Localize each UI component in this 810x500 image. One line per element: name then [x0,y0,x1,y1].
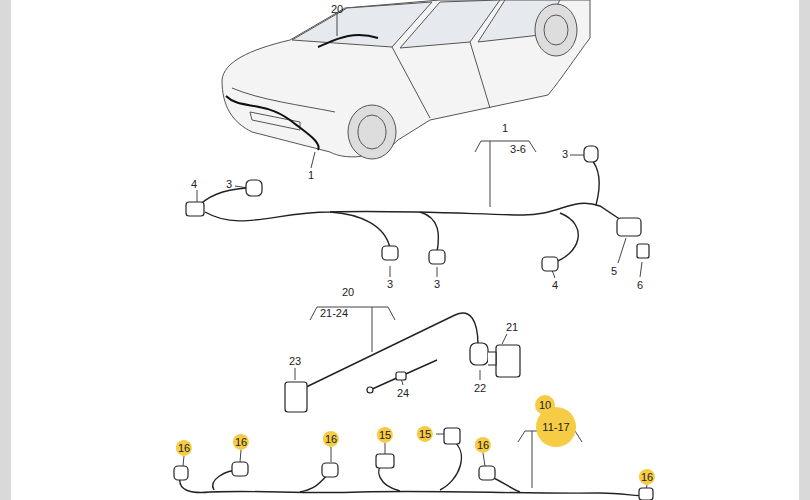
callout-number: 3 [434,279,440,290]
callout-number: 16 [233,434,249,450]
callout-number: 1 [502,123,508,134]
callout-number: 5 [611,266,617,277]
side-band [799,0,810,500]
callout-number: 21 [506,322,518,333]
callout-number: 3 [562,149,568,160]
leader-lines [183,12,647,490]
callout-number: 16 [176,440,192,456]
callout-number: 22 [474,383,486,394]
car-harness [226,35,378,150]
callout-number: 15 [417,426,433,442]
callout-number: 3-6 [510,144,526,155]
callout-number: 24 [397,388,409,399]
callout-number: 6 [637,280,643,291]
callout-number: 15 [377,427,393,443]
callout-number: 20 [331,3,343,14]
harness-20-connectors [285,343,520,412]
bumper-harness [180,440,645,496]
callout-number: 21-24 [320,308,348,319]
callout-number: 4 [191,179,197,190]
sensor-harness [196,158,624,263]
callout-number: 11-17 [536,407,576,447]
callout-number: 20 [342,287,354,298]
callout-number: 16 [639,469,655,485]
callout-number: 3 [387,279,393,290]
callout-number: 1 [308,170,314,181]
callout-number: 23 [289,356,301,367]
harness-20 [300,313,478,390]
car-drawing [222,0,590,159]
bumper-connectors [174,428,653,500]
callout-number: 16 [475,437,491,453]
callout-number: 4 [552,280,558,291]
callout-number: 16 [323,431,339,447]
callout-number: 3 [226,179,232,190]
side-band [0,0,11,500]
connectors [186,146,649,271]
